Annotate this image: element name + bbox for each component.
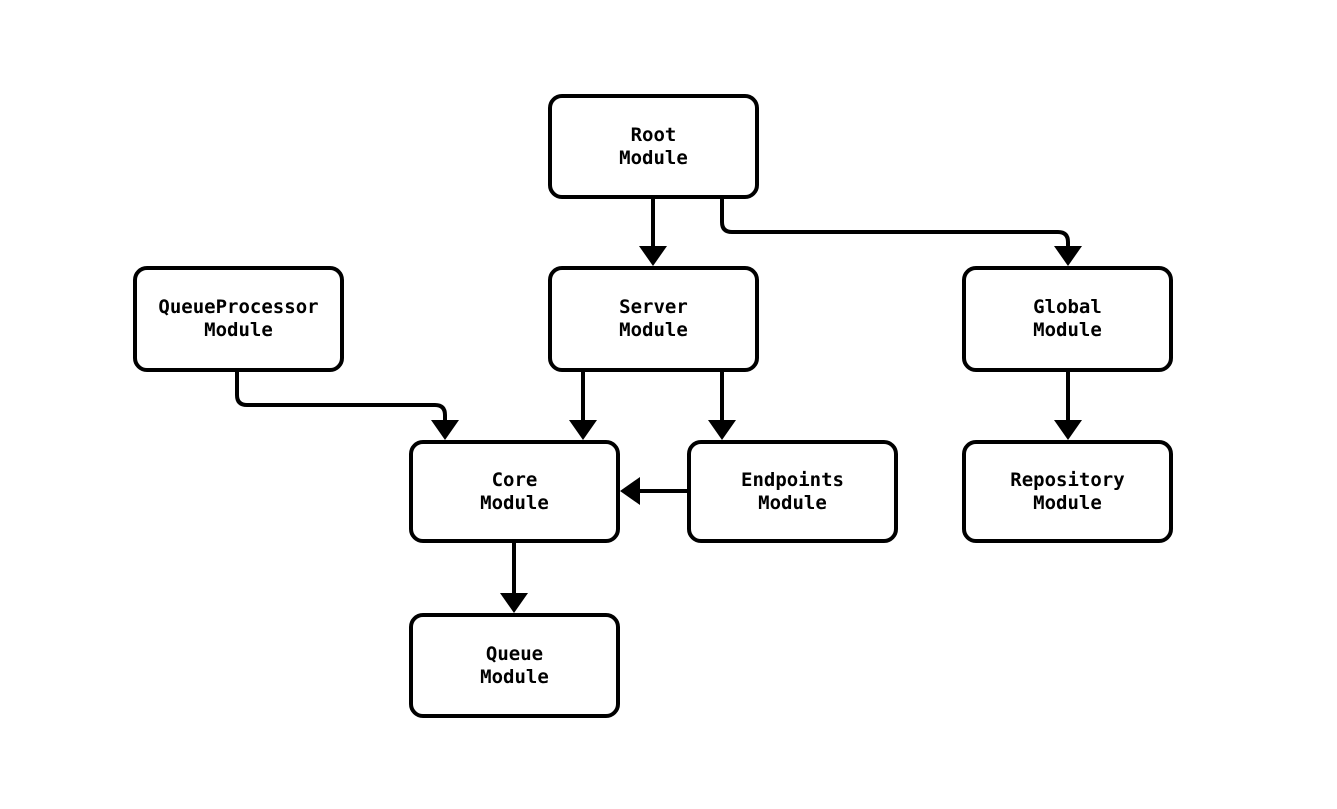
node-label-secondary: Module xyxy=(619,319,688,341)
edge-root-to-global xyxy=(720,199,1070,255)
node-label-secondary: Module xyxy=(1033,319,1102,341)
arrowhead-server-to-core xyxy=(569,420,597,440)
node-label-secondary: Module xyxy=(480,665,549,688)
node-label-secondary: Module xyxy=(1033,491,1102,514)
node-label-primary: Core xyxy=(491,468,538,491)
node-label-secondary: Module xyxy=(480,491,549,514)
arrowhead-endpoints-to-core xyxy=(620,477,640,505)
node-label-primary: Server xyxy=(619,296,688,318)
node-label-secondary: Module xyxy=(619,146,688,169)
node-label-primary: Repository xyxy=(1010,468,1125,491)
node-label-secondary: Module xyxy=(204,319,273,341)
node-label-primary: Global xyxy=(1033,296,1102,318)
edge-queueprocessor-to-core xyxy=(235,372,447,429)
arrowhead-root-to-server xyxy=(639,246,667,266)
arrowhead-queueprocessor-to-core xyxy=(431,420,459,440)
node-label-primary: QueueProcessor xyxy=(158,296,319,318)
node-label-primary: Endpoints xyxy=(741,468,844,491)
arrowhead-server-to-endpoints xyxy=(708,420,736,440)
arrowhead-global-to-repository xyxy=(1054,420,1082,440)
arrowhead-core-to-queue xyxy=(500,593,528,613)
node-label-primary: Root xyxy=(630,123,677,146)
node-label-primary: Queue xyxy=(485,642,544,665)
node-label-secondary: Module xyxy=(758,491,827,514)
arrowhead-root-to-global xyxy=(1054,246,1082,266)
